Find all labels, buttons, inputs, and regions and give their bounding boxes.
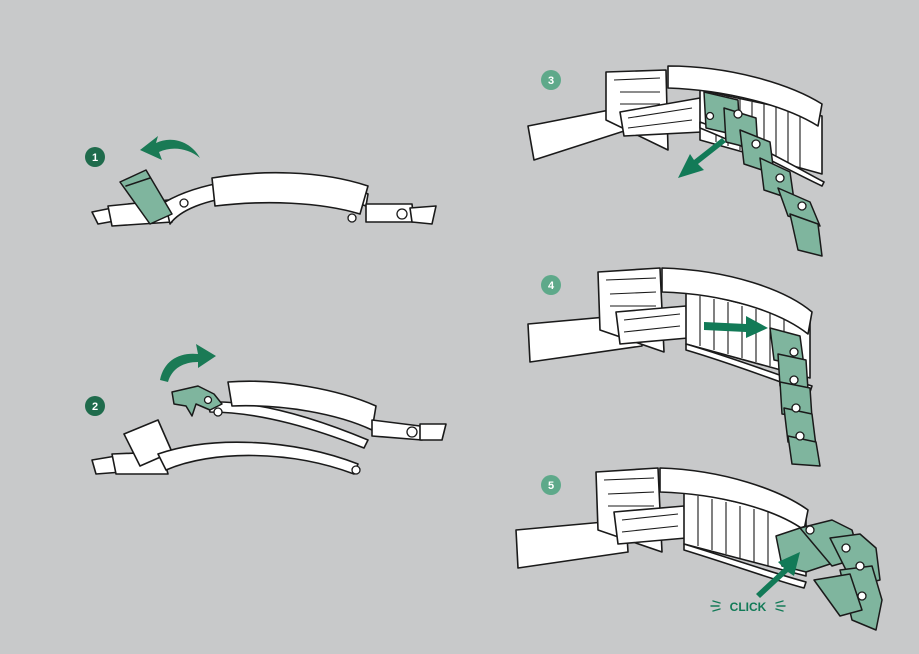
step-5-illustration: 5 CLICK [515,467,883,631]
click-label: CLICK [710,600,786,614]
step-1-number: 1 [92,152,98,164]
step-4-badge: 4 [541,275,561,295]
step-2-lever [171,385,223,417]
step-3-bracelet-links [703,91,823,257]
lift-arrow-icon [140,136,200,160]
step-3-illustration: 3 [527,65,825,257]
step-2-number: 2 [92,401,98,413]
insert-arrow-icon [704,316,768,338]
step-4-illustration: 4 [527,267,821,467]
step-2-illustration: 2 [85,344,447,475]
step-5-number: 5 [548,480,554,492]
step-5-badge: 5 [541,475,561,495]
step-5-bracelet-links [775,519,883,631]
click-text: CLICK [730,600,767,614]
step-1-illustration: 1 [85,136,437,227]
step-3-number: 3 [548,75,554,87]
step-1-badge: 1 [85,147,105,167]
remove-arrow-icon [678,138,726,178]
open-arrow-icon [160,344,216,382]
step-3-badge: 3 [541,70,561,90]
step-4-bracelet-links [769,327,821,467]
step-4-number: 4 [548,280,555,292]
push-arrow-icon [756,552,800,598]
step-2-badge: 2 [85,396,105,416]
